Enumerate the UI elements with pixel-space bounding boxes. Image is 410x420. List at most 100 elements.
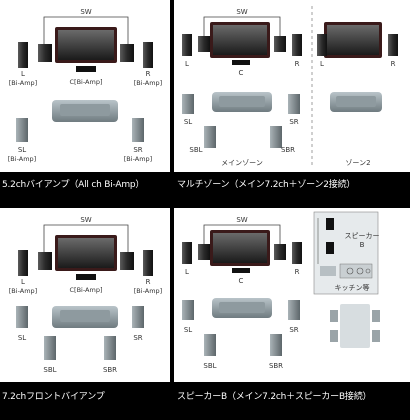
svg-text:SR: SR [289, 118, 298, 126]
subwoofer-right-icon [274, 244, 286, 260]
diagram-7-2ch-front-bi-amp: SW L [Bi-Amp] C[Bi-Amp] R [Bi-Amp] SL SR… [9, 216, 162, 374]
speaker-sl-icon [182, 300, 194, 320]
dining-table-icon [340, 304, 370, 348]
speaker-c-icon [76, 274, 96, 280]
svg-text:SBL: SBL [43, 366, 56, 374]
diagram-multi-zone: SW L C R SL SR SBL SBR メインゾーン L R ゾーン2 [182, 6, 398, 168]
diagram-speaker-b: SW L C R SL SR SBL SBR スピーカー B キッチン等 [182, 211, 380, 370]
svg-text:SBL: SBL [189, 146, 202, 154]
svg-text:SR: SR [133, 334, 142, 342]
svg-text:SW: SW [236, 8, 247, 16]
panel-1-caption: 5.2chバイアンプ（All ch Bi-Amp） [2, 180, 145, 190]
svg-text:キッチン等: キッチン等 [335, 283, 370, 292]
panel-4-caption: スピーカーB（メイン7.2ch＋スピーカーB接続） [177, 392, 372, 402]
speaker-sl-icon [182, 94, 194, 114]
svg-text:C[Bi-Amp]: C[Bi-Amp] [70, 78, 103, 86]
zone2-speaker-r-icon [388, 34, 398, 56]
svg-text:R: R [146, 278, 151, 286]
speaker-sr-icon [132, 118, 144, 142]
svg-text:L: L [185, 60, 189, 68]
svg-text:[Bi-Amp]: [Bi-Amp] [134, 287, 162, 295]
subwoofer-left-icon [38, 44, 52, 62]
svg-text:L: L [185, 268, 189, 276]
panel-2-caption: マルチゾーン（メイン7.2ch＋ゾーン2接続） [177, 180, 356, 190]
svg-text:SL: SL [184, 118, 192, 126]
speaker-sbr-icon [270, 126, 282, 148]
svg-text:SBL: SBL [203, 362, 216, 370]
svg-text:SBR: SBR [281, 146, 295, 154]
svg-text:R: R [391, 60, 396, 68]
svg-text:B: B [360, 241, 365, 249]
speaker-l-icon [182, 242, 192, 264]
speaker-sbr-icon [270, 334, 282, 356]
svg-text:L: L [320, 60, 324, 68]
svg-text:SW: SW [80, 216, 91, 224]
chair-icon [372, 310, 380, 322]
kitchen-stove-icon [339, 263, 373, 279]
svg-text:SBR: SBR [269, 362, 283, 370]
speaker-r-icon [143, 250, 153, 276]
subwoofer-right-icon [120, 252, 134, 270]
speaker-sr-icon [132, 306, 144, 328]
speaker-c-icon [232, 268, 250, 273]
svg-text:SW: SW [236, 216, 247, 224]
speaker-b-top-icon [326, 218, 334, 230]
speaker-sr-icon [288, 94, 300, 114]
speaker-r-icon [292, 242, 302, 264]
svg-text:[Bi-Amp]: [Bi-Amp] [124, 155, 152, 163]
svg-text:SR: SR [133, 146, 142, 154]
subwoofer-left-icon [198, 244, 210, 260]
panel-front-bi-amp: SW L [Bi-Amp] C[Bi-Amp] R [Bi-Amp] SL SR… [0, 208, 170, 382]
svg-text:[Bi-Amp]: [Bi-Amp] [9, 287, 37, 295]
speaker-sl-icon [16, 118, 28, 142]
svg-text:[Bi-Amp]: [Bi-Amp] [9, 79, 37, 87]
speaker-b-bottom-icon [326, 242, 334, 254]
svg-text:[Bi-Amp]: [Bi-Amp] [134, 79, 162, 87]
subwoofer-right-icon [120, 44, 134, 62]
panel-multi-zone: SW L C R SL SR SBL SBR メインゾーン L R ゾーン2 [174, 0, 410, 172]
speaker-l-icon [182, 34, 192, 56]
speaker-sr-icon [288, 300, 300, 320]
speaker-r-icon [143, 42, 153, 68]
zone2-speaker-l-icon [317, 34, 327, 56]
speaker-sbr-icon [104, 336, 116, 360]
kitchen-area [313, 211, 379, 295]
kitchen-sink-icon [320, 266, 336, 276]
panel-speaker-b: SW L C R SL SR SBL SBR スピーカー B キッチン等 [174, 208, 410, 382]
sw-label: SW [80, 8, 91, 16]
svg-text:C: C [239, 277, 244, 285]
panel-bi-amp: SW L [Bi-Amp] C[Bi-Amp] R [Bi-Amp] SL [B… [0, 0, 170, 172]
svg-text:SL: SL [18, 334, 26, 342]
subwoofer-left-icon [198, 36, 210, 52]
speaker-sbl-icon [204, 334, 216, 356]
chair-icon [330, 330, 338, 342]
svg-text:R: R [146, 70, 151, 78]
svg-text:L: L [21, 278, 25, 286]
chair-icon [330, 310, 338, 322]
svg-text:ゾーン2: ゾーン2 [345, 159, 370, 167]
svg-text:R: R [295, 268, 300, 276]
subwoofer-left-icon [38, 252, 52, 270]
svg-text:SBR: SBR [103, 366, 117, 374]
svg-text:R: R [295, 60, 300, 68]
speaker-sbl-icon [44, 336, 56, 360]
chair-icon [372, 330, 380, 342]
speaker-l-icon [18, 250, 28, 276]
svg-text:SR: SR [289, 326, 298, 334]
svg-text:C[Bi-Amp]: C[Bi-Amp] [70, 286, 103, 294]
svg-text:スピーカー: スピーカー [345, 232, 380, 240]
svg-text:[Bi-Amp]: [Bi-Amp] [8, 155, 36, 163]
speaker-r-icon [292, 34, 302, 56]
diagram-5-2ch-bi-amp: SW L [Bi-Amp] C[Bi-Amp] R [Bi-Amp] SL [B… [8, 8, 162, 163]
speaker-sl-icon [16, 306, 28, 328]
speaker-l-icon [18, 42, 28, 68]
svg-text:SL: SL [18, 146, 26, 154]
speaker-sbl-icon [204, 126, 216, 148]
panel-3-caption: 7.2chフロントバイアンプ [2, 392, 105, 402]
svg-text:C: C [239, 69, 244, 77]
speaker-c-icon [232, 60, 250, 65]
subwoofer-right-icon [274, 36, 286, 52]
svg-text:メインゾーン: メインゾーン [221, 159, 263, 167]
svg-text:L: L [21, 70, 25, 78]
speaker-c-icon [76, 66, 96, 72]
